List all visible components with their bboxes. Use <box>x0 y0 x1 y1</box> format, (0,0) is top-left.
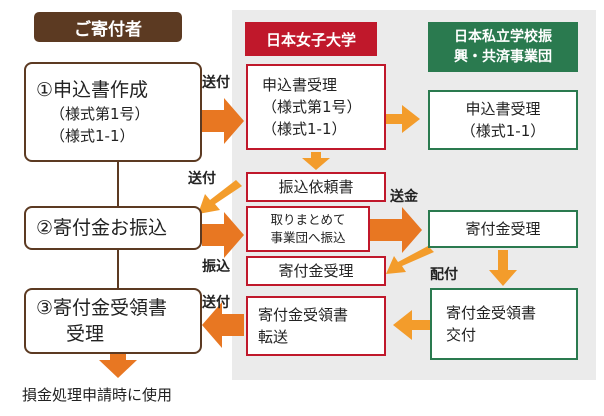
donor-step-application-form1: （様式第1号） <box>50 105 150 123</box>
donor-header: ご寄付者 <box>34 12 182 42</box>
donor-step-receipt-subtitle: 受理 <box>66 323 105 345</box>
label-send-application: 送付 <box>202 75 230 91</box>
university-header: 日本女子大学 <box>245 22 377 56</box>
foundation-step-application-received: 申込書受理 （様式1-1） <box>428 90 578 150</box>
foundation-step-application-title: 申込書受理 <box>465 100 541 118</box>
univ-step-application-form2: （様式1-1） <box>262 120 347 138</box>
univ-step-transfer-request-title: 振込依頼書 <box>278 178 354 196</box>
univ-step-consolidate-line2: 事業団へ振込 <box>270 230 346 245</box>
arrow-donor-to-univ-transfer <box>202 212 244 258</box>
arrow-univ-to-foundation-remit <box>370 207 422 253</box>
univ-step-receipt-forward-subtitle: 転送 <box>258 328 289 346</box>
donor-header-label: ご寄付者 <box>74 19 142 40</box>
arrow-request-to-donor <box>198 180 242 214</box>
footer-note: 損金処理申請時に使用 <box>22 386 173 404</box>
foundation-step-donation-received-title: 寄付金受理 <box>465 220 541 238</box>
univ-step-receipt-forward: 寄付金受領書 転送 <box>246 296 386 356</box>
donor-step-application-form2: （様式1-1） <box>50 127 135 145</box>
foundation-step-receipt-issue-title: 寄付金受領書 <box>446 304 537 322</box>
foundation-header: 日本私立学校振 興・共済事業団 <box>428 22 578 72</box>
label-deliver: 配付 <box>430 267 458 283</box>
univ-step-transfer-request: 振込依頼書 <box>246 172 386 202</box>
label-send-receipt: 送付 <box>202 295 230 311</box>
univ-step-application-title: 申込書受理 <box>262 76 338 94</box>
donor-step-transfer: ②寄付金お振込 <box>24 206 202 250</box>
foundation-header-line1: 日本私立学校振 <box>454 29 552 45</box>
arrow-univ-to-foundation-application <box>385 105 420 133</box>
donor-step-receipt: ③寄付金受領書 受理 <box>24 288 202 354</box>
foundation-step-donation-received: 寄付金受理 <box>428 210 578 248</box>
arrow-foundation-received-to-receipt <box>489 250 517 286</box>
donor-step-transfer-title: ②寄付金お振込 <box>36 217 168 239</box>
arrow-donor-to-univ-application <box>202 98 244 144</box>
label-transfer: 振込 <box>202 259 230 275</box>
univ-step-consolidate: 取りまとめて 事業団へ振込 <box>246 206 370 252</box>
foundation-header-line2: 興・共済事業団 <box>454 49 552 65</box>
foundation-step-application-form: （様式1-1） <box>460 122 546 140</box>
univ-step-receipt-forward-title: 寄付金受領書 <box>258 306 349 324</box>
donor-step-application-title: ①申込書作成 <box>36 79 149 101</box>
arrow-donor-receipt-down <box>99 354 137 378</box>
foundation-step-receipt-issue: 寄付金受領書 交付 <box>430 288 578 360</box>
label-send-request: 送付 <box>188 171 216 187</box>
univ-step-application-form1: （様式第1号） <box>262 98 362 116</box>
arrow-foundation-receipt-to-univ-forward <box>393 310 430 340</box>
univ-step-donation-received: 寄付金受理 <box>246 256 386 286</box>
university-header-label: 日本女子大学 <box>265 30 356 49</box>
univ-step-application-received: 申込書受理 （様式第1号） （様式1-1） <box>246 64 386 150</box>
donor-step-receipt-title: ③寄付金受領書 <box>36 297 168 319</box>
label-remit: 送金 <box>390 189 418 205</box>
arrow-univ-forward-to-donor <box>202 302 244 348</box>
univ-step-consolidate-line1: 取りまとめて <box>270 212 346 227</box>
foundation-step-receipt-issue-subtitle: 交付 <box>446 326 477 344</box>
donor-step-application: ①申込書作成 （様式第1号） （様式1-1） <box>24 62 202 162</box>
arrow-foundation-to-univ-received <box>386 246 434 274</box>
arrow-univ-application-to-request <box>302 152 330 170</box>
univ-step-donation-received-title: 寄付金受理 <box>278 262 354 280</box>
